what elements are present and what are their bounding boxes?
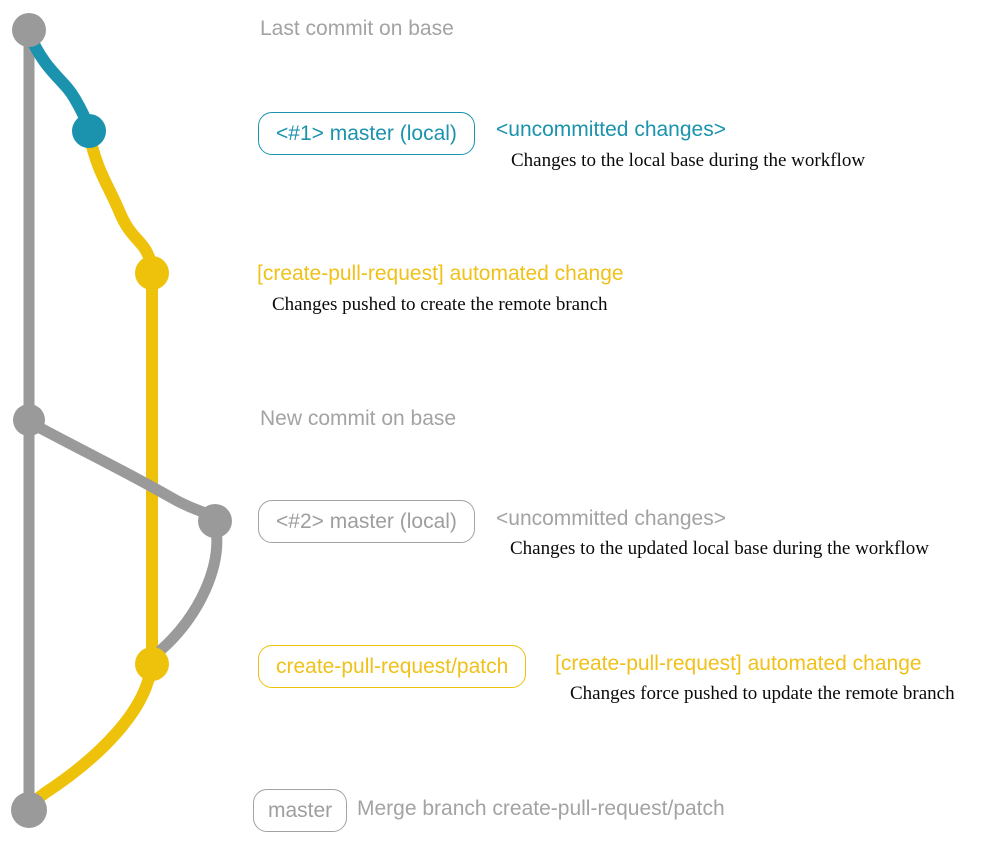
commit-dot-merge xyxy=(11,792,47,828)
commit-dot-local-master-1 xyxy=(72,114,106,148)
detail-uncommitted-changes-2: Changes to the updated local base during… xyxy=(510,538,929,559)
detail-automated-change-2: Changes force pushed to update the remot… xyxy=(570,683,955,704)
commit-dot-local-master-2 xyxy=(198,504,232,538)
label-automated-change-1: [create-pull-request] automated change xyxy=(257,262,624,285)
branch-edge-automated-1 xyxy=(83,128,158,275)
branch-edge-rebase-to-patch xyxy=(147,517,223,667)
label-uncommitted-changes-2: <uncommitted changes> xyxy=(496,507,726,530)
branch-badge-master-local-2: <#2> master (local) xyxy=(258,500,475,543)
detail-automated-change-1: Changes pushed to create the remote bran… xyxy=(272,294,608,315)
branch-badge-patch: create-pull-request/patch xyxy=(258,645,527,688)
git-graph xyxy=(11,13,232,828)
detail-uncommitted-changes-1: Changes to the local base during the wor… xyxy=(511,150,866,171)
commit-dot-automated-1 xyxy=(135,256,169,290)
label-automated-change-2: [create-pull-request] automated change xyxy=(555,652,922,675)
commit-dot-new-base xyxy=(13,404,45,436)
branch-edge-local-master-2 xyxy=(23,416,221,526)
branch-edge-merge-to-master xyxy=(26,661,157,809)
commit-dot-automated-2 xyxy=(135,647,169,681)
branch-edge-local-master-1 xyxy=(23,28,95,135)
branch-badge-master-local-1: <#1> master (local) xyxy=(258,112,475,155)
label-last-commit-on-base: Last commit on base xyxy=(260,17,454,40)
label-new-commit-on-base: New commit on base xyxy=(260,407,457,430)
label-merge-branch: Merge branch create-pull-request/patch xyxy=(357,797,725,820)
branch-badge-master: master xyxy=(253,789,348,832)
label-uncommitted-changes-1: <uncommitted changes> xyxy=(496,118,726,141)
commit-dot-last-base xyxy=(12,13,46,47)
